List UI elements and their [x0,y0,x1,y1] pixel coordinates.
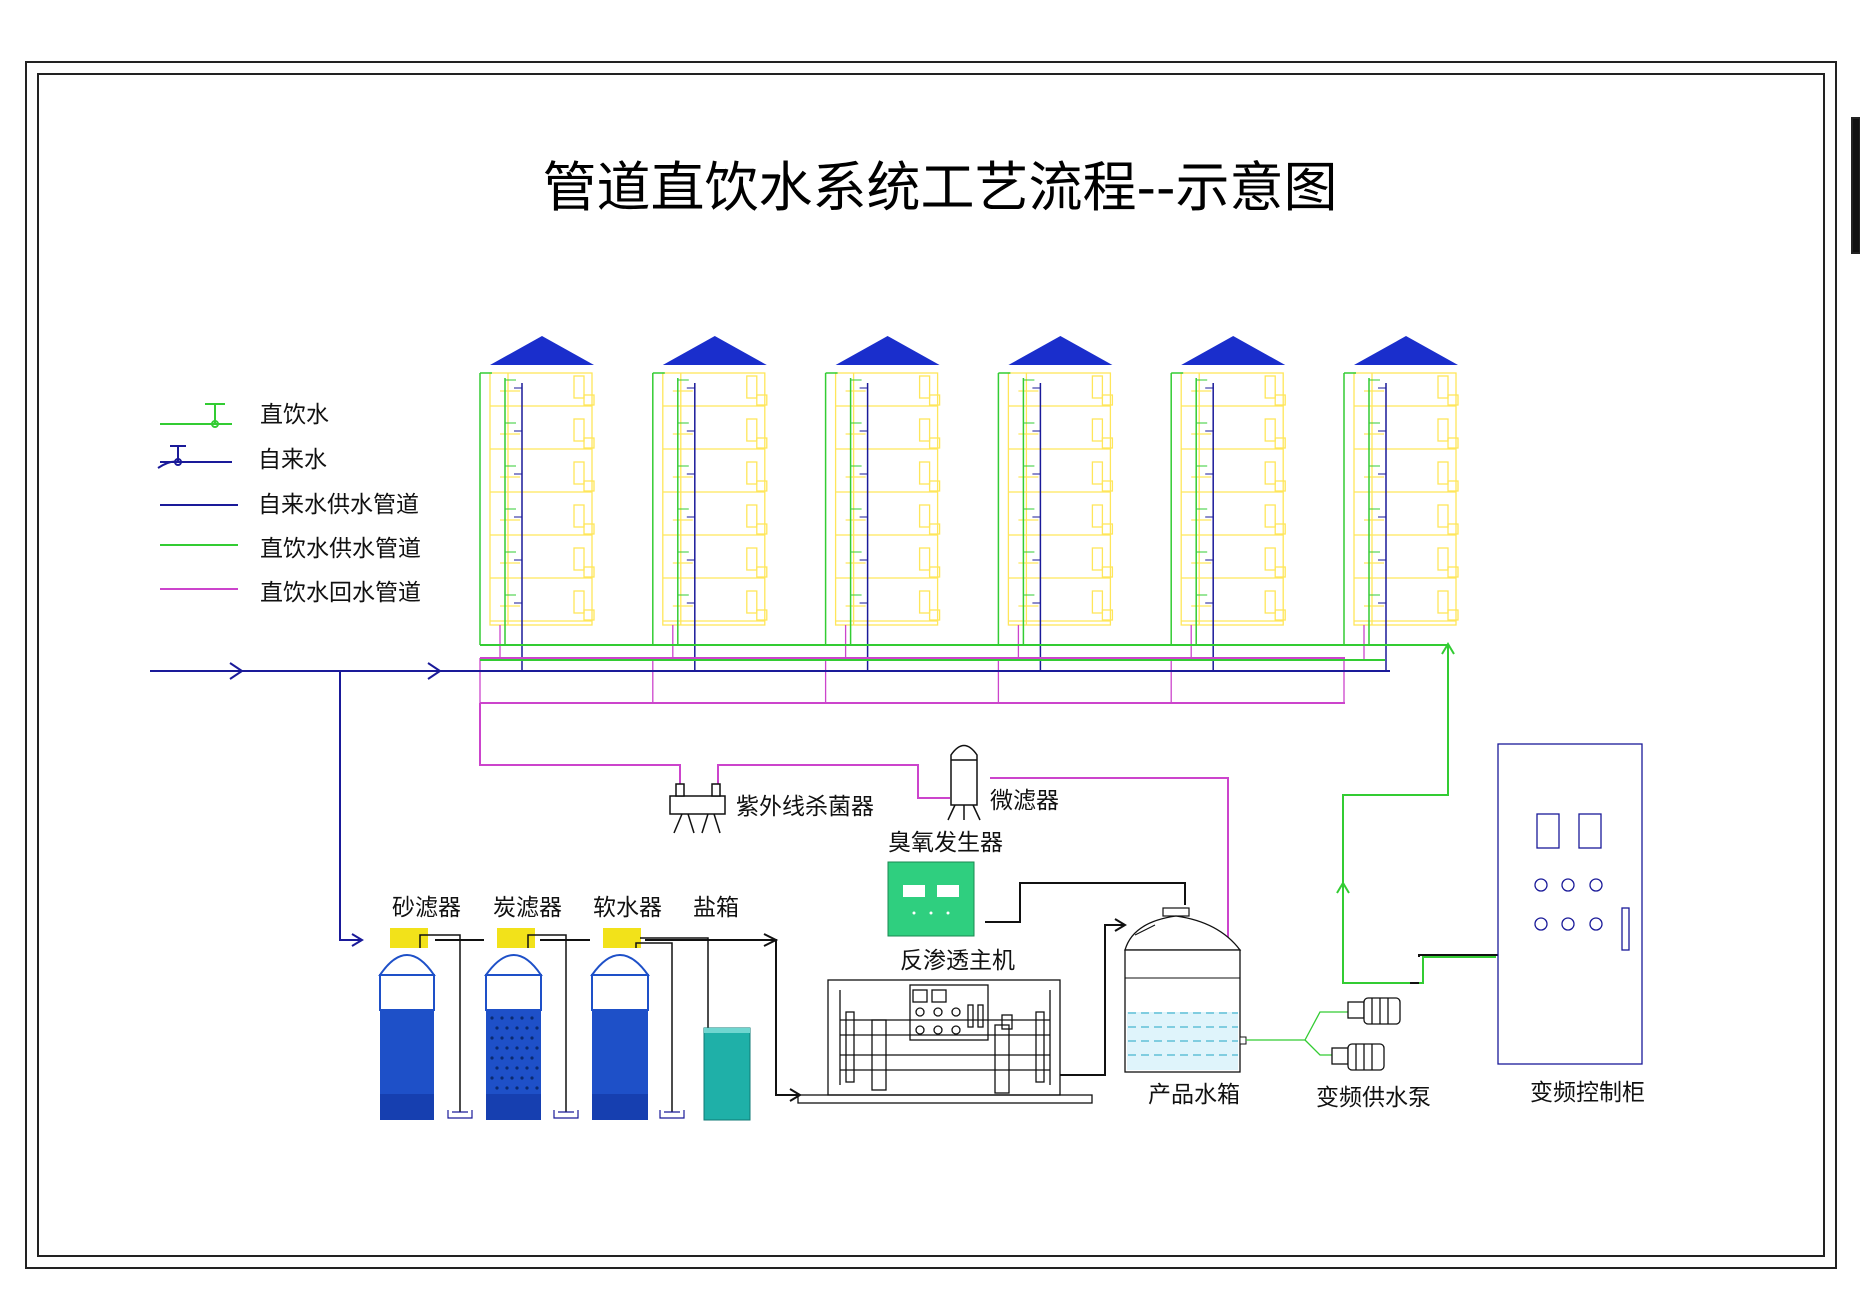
building-roof [490,336,594,365]
uv-sterilizer [669,783,726,834]
building-roof [1008,336,1113,365]
legend: 直饮水 自来水 自来水供水管道 直饮水供水管道 直饮水回水管道 [157,402,421,606]
building-roof [662,336,767,365]
uv-sterilizer-label: 紫外线杀菌器 [736,794,874,820]
pipe-network [150,642,1498,1102]
softener-label: 软水器 [593,895,662,921]
building-3 [824,336,941,703]
building-1 [479,336,595,703]
ozone-generator [887,861,975,937]
building-4 [997,336,1114,703]
sand-filter [378,928,473,1120]
legend-municipal-supply-label: 自来水供水管道 [258,492,419,518]
legend-municipal-tap-label: 自来水 [258,447,327,473]
product-water-tank [1124,907,1247,1073]
legend-municipal-tap-symbol [157,445,232,469]
product-water-tank-label: 产品水箱 [1148,1082,1240,1108]
sand-filter-label: 砂滤器 [392,895,461,921]
drawing-frame [25,61,1860,1269]
vf-control-cabinet [1497,743,1643,1065]
ozone-generator-label: 臭氧发生器 [888,830,1003,856]
legend-direct-supply-label: 直饮水供水管道 [260,536,421,562]
treatment-line-pipes [435,882,1498,1102]
ro-unit-label: 反渗透主机 [900,948,1015,974]
micro-filter [947,744,981,821]
carbon-granules [490,1016,539,1090]
carbon-filter [484,928,579,1120]
building-roof [1354,336,1458,365]
return-pipe-network [479,657,1345,940]
ro-unit [797,979,1093,1104]
building-6 [1343,336,1459,703]
salt-tank-label: 盐箱 [693,895,739,921]
vf-control-cabinet-label: 变频控制柜 [1530,1080,1645,1106]
municipal-main-pipe [150,662,1390,947]
legend-direct-return-label: 直饮水回水管道 [260,580,421,606]
building-roof [835,336,940,365]
micro-filter-label: 微滤器 [990,788,1059,814]
salt-tank [703,1027,751,1121]
building-2 [652,336,768,703]
softener [590,928,709,1120]
vf-supply-pumps [1246,997,1401,1071]
building-roof [1181,336,1286,365]
carbon-filter-label: 炭滤器 [493,895,562,921]
vf-supply-pump-label: 变频供水泵 [1316,1085,1431,1111]
residential-buildings [479,336,1459,703]
diagram-title: 管道直饮水系统工艺流程--示意图 [543,156,1338,219]
building-5 [1170,336,1286,703]
legend-direct-tap-symbol [160,403,232,428]
legend-direct-tap-label: 直饮水 [260,402,329,428]
direct-supply-header [480,642,1496,984]
